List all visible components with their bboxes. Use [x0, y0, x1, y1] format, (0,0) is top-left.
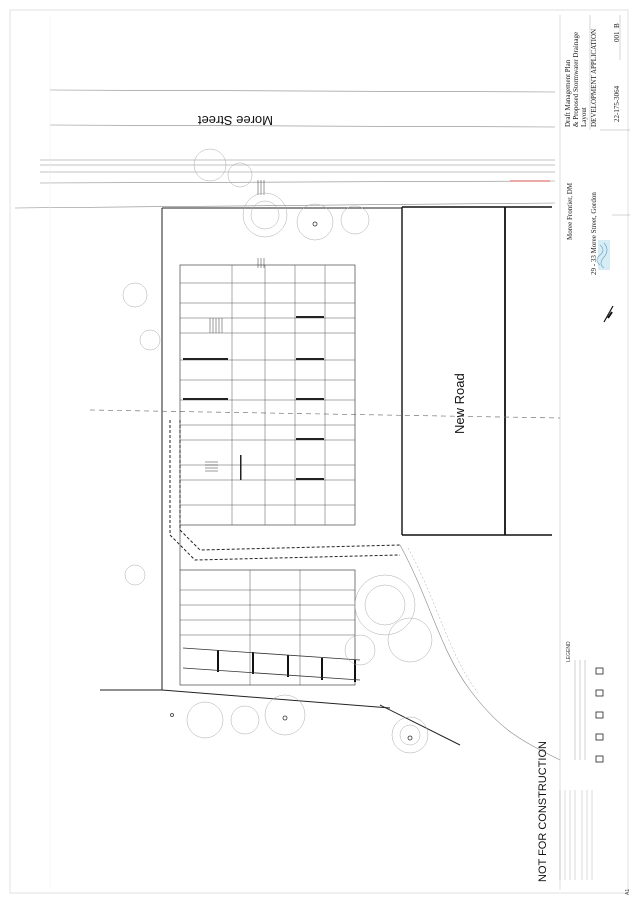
drawing-title-3: Layout [580, 107, 588, 127]
drawing-title-2: & Proposed Stormwater Drainage [572, 31, 580, 127]
car-spaces [217, 650, 356, 682]
stormwater-drainage-line [169, 420, 401, 561]
unit-grid-horizontal [180, 282, 355, 636]
moree-street-lines [14, 89, 556, 209]
north-arrow-icon [603, 305, 614, 323]
revision: B [613, 23, 621, 28]
drawing-title-1: Draft Management Plan [564, 59, 572, 127]
curved-kerb [399, 544, 561, 761]
sheet-size: A1 [625, 888, 631, 895]
legend-lines [574, 660, 586, 760]
notes-lines [559, 790, 593, 880]
project-name: Moree Frontier, DM [566, 182, 574, 240]
legend-symbols [595, 667, 604, 763]
drawing-number: 001 [613, 31, 621, 43]
road-label: New Road [452, 373, 467, 434]
title-block-frame [589, 15, 630, 216]
existing-trees [122, 148, 433, 754]
street-label: Moree Street [197, 113, 273, 128]
new-road-boundary [401, 206, 552, 536]
stair-hatch [205, 180, 265, 472]
drawing-status: DEVELOPMENT APPLICATION [590, 28, 598, 127]
project-address: 29 - 33 Moree Street, Gordon [590, 192, 598, 275]
unit-grid-vertical [231, 265, 326, 685]
not-for-construction-stamp: NOT FOR CONSTRUCTION [537, 741, 549, 882]
unit-markers [183, 316, 324, 480]
job-number: 22-175-3064 [613, 85, 621, 122]
building-footprint [179, 264, 356, 686]
company-logo-icon [596, 240, 610, 270]
legend-title: LEGEND [566, 641, 572, 662]
site-boundary [100, 207, 461, 746]
